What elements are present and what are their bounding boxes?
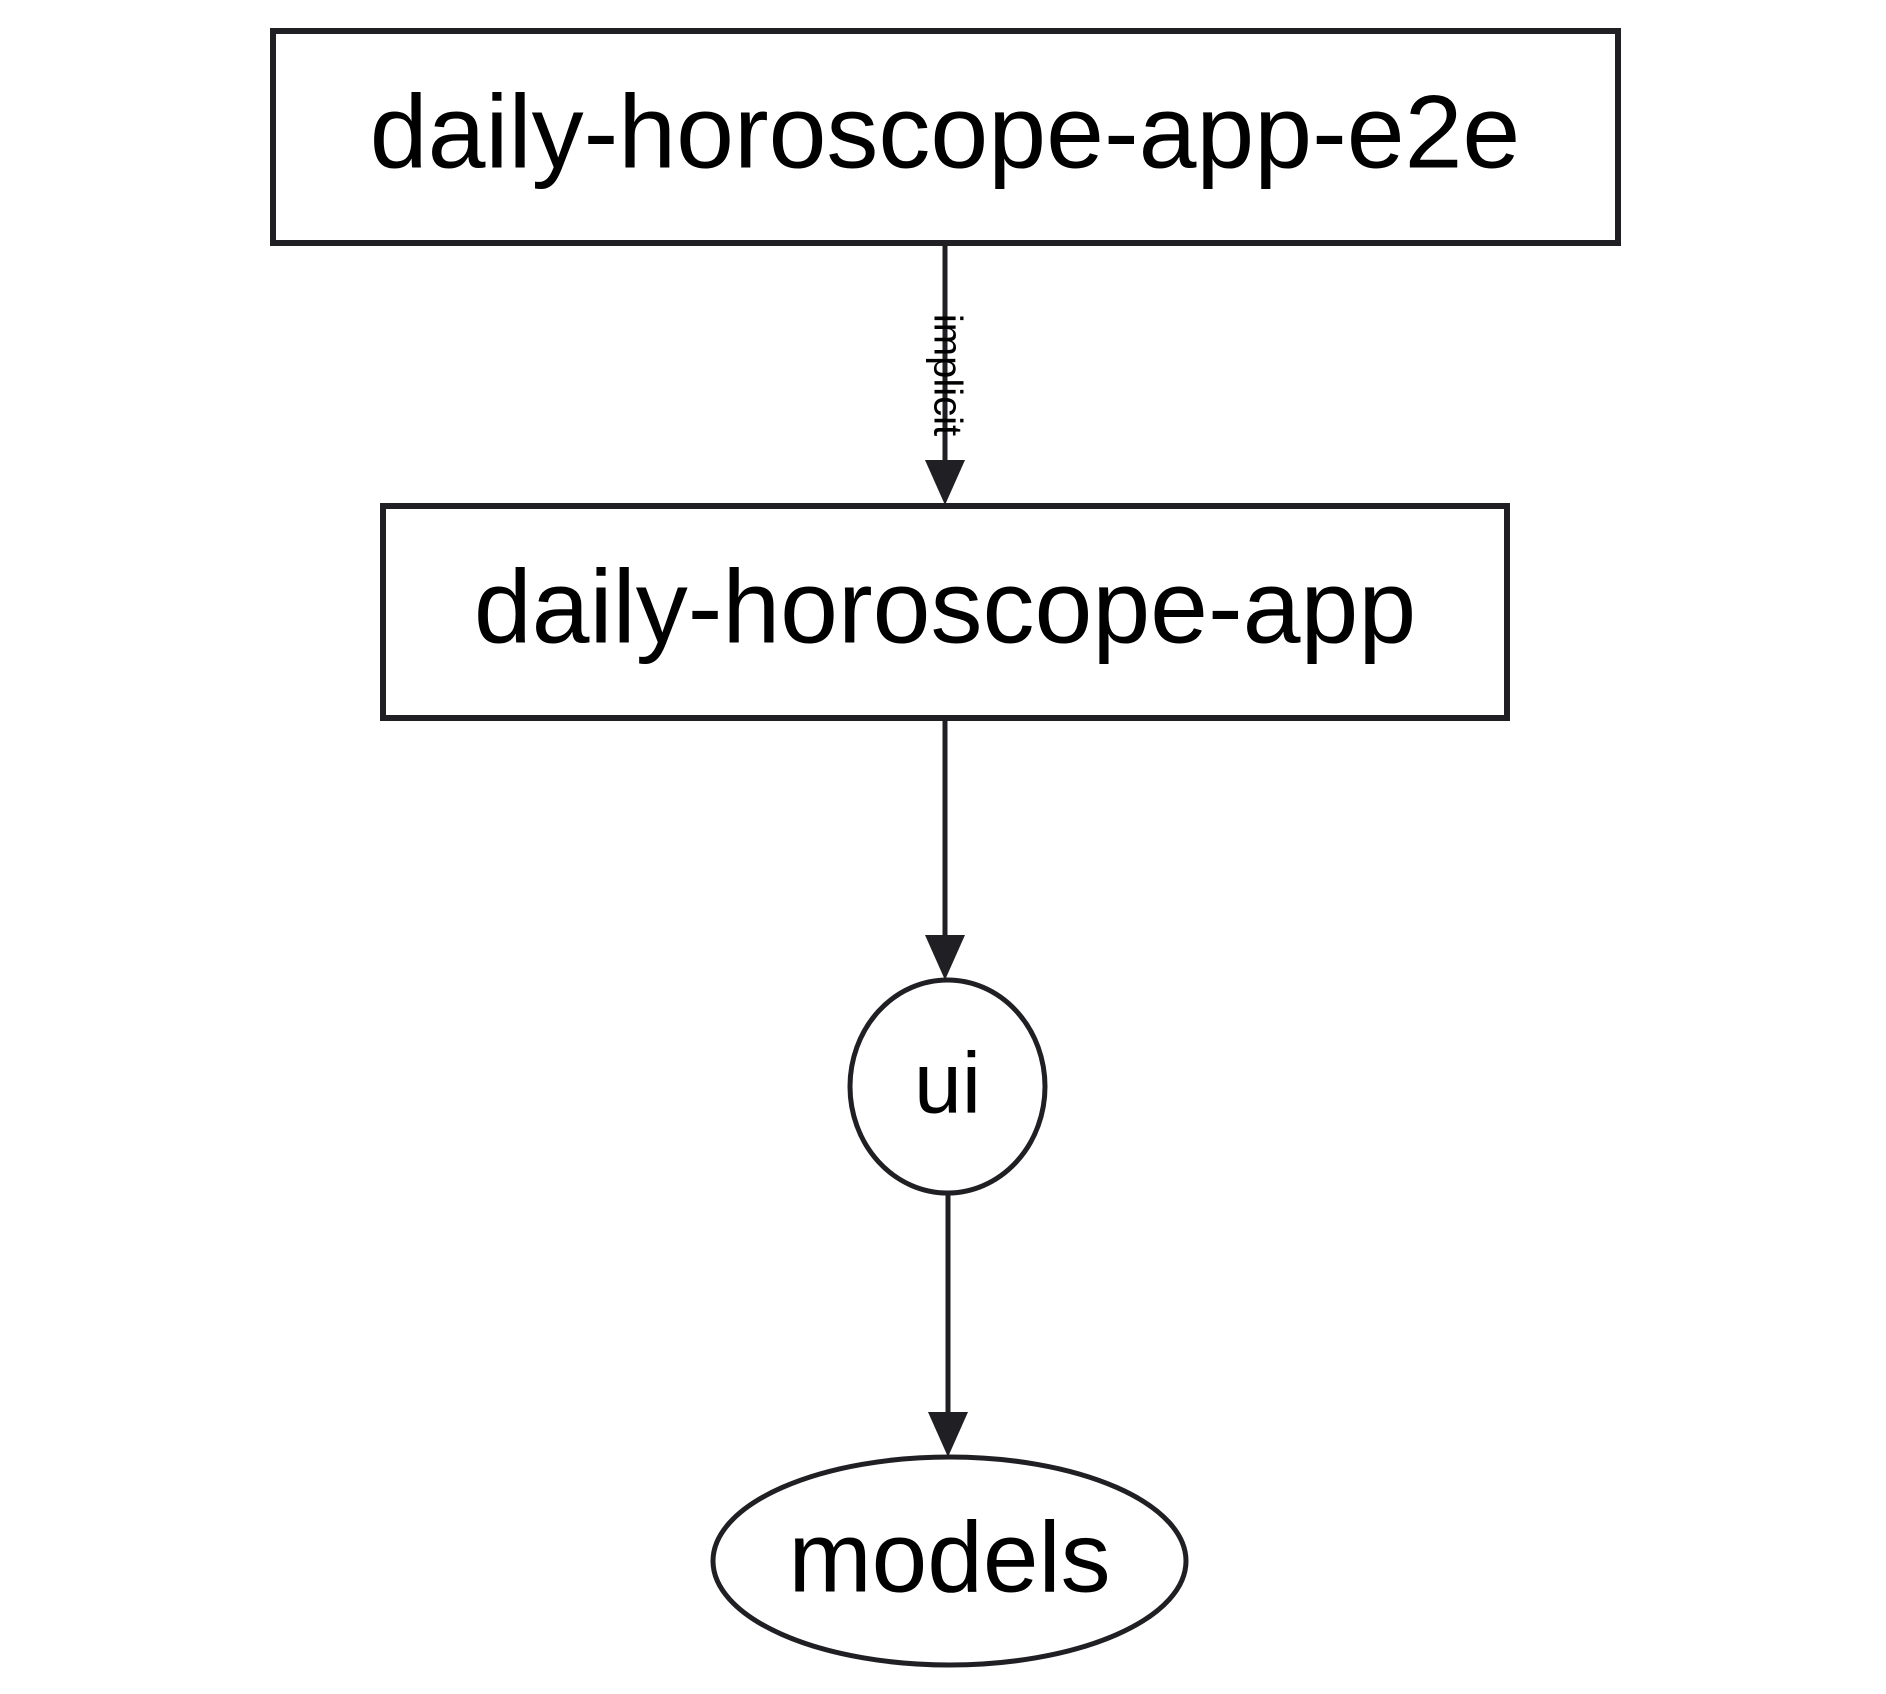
node-daily-horoscope-app[interactable]: daily-horoscope-app xyxy=(380,503,1510,721)
node-ui[interactable]: ui xyxy=(847,977,1048,1196)
edge-app-to-ui[interactable] xyxy=(925,718,965,980)
edge-label-implicit: implicit xyxy=(925,314,969,436)
edge-ui-to-models[interactable] xyxy=(928,1193,968,1457)
edge-app-to-ui-arrowhead xyxy=(925,935,965,980)
edge-ui-to-models-arrowhead xyxy=(928,1412,968,1457)
node-models-shape xyxy=(710,1454,1189,1668)
node-daily-horoscope-app-label: daily-horoscope-app xyxy=(474,549,1416,665)
node-daily-horoscope-app-e2e-label: daily-horoscope-app-e2e xyxy=(370,74,1521,190)
edge-e2e-to-app[interactable]: implicit xyxy=(925,243,969,505)
node-daily-horoscope-app-e2e-shape xyxy=(270,28,1621,246)
node-models-label: models xyxy=(788,1501,1110,1613)
node-models[interactable]: models xyxy=(710,1454,1189,1668)
node-ui-label: ui xyxy=(914,1036,981,1132)
node-daily-horoscope-app-shape xyxy=(380,503,1510,721)
node-daily-horoscope-app-e2e[interactable]: daily-horoscope-app-e2e xyxy=(270,28,1621,246)
edge-e2e-to-app-arrowhead xyxy=(925,460,965,505)
node-ui-shape xyxy=(847,977,1048,1196)
